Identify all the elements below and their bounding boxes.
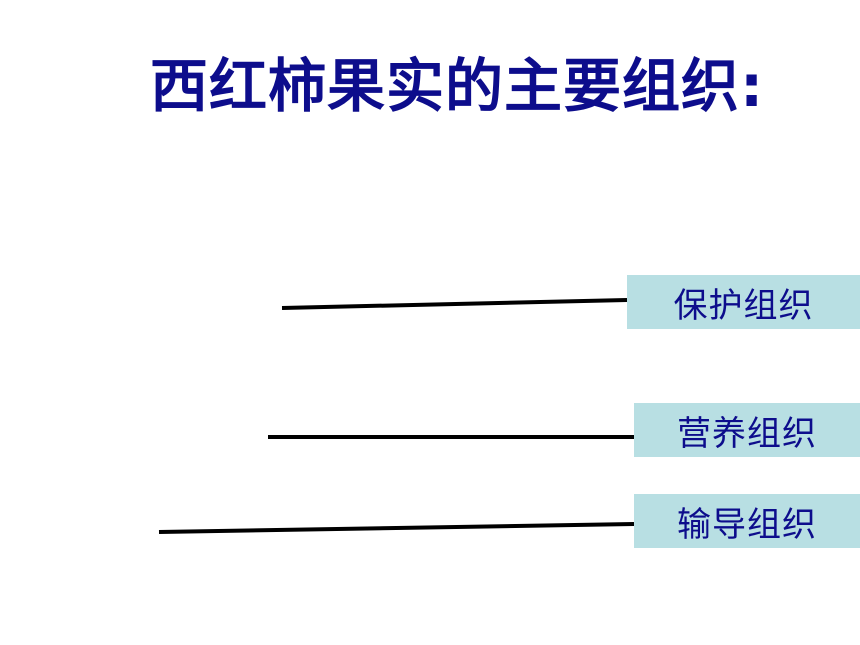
- label-conducting-tissue: 输导组织: [634, 494, 860, 548]
- label-nutritive-tissue: 营养组织: [634, 403, 860, 457]
- leader-line-1: [281, 298, 628, 310]
- leader-line-3: [158, 522, 635, 534]
- label-protective-tissue: 保护组织: [627, 275, 860, 329]
- slide-title: 西红柿果实的主要组织:: [150, 52, 765, 120]
